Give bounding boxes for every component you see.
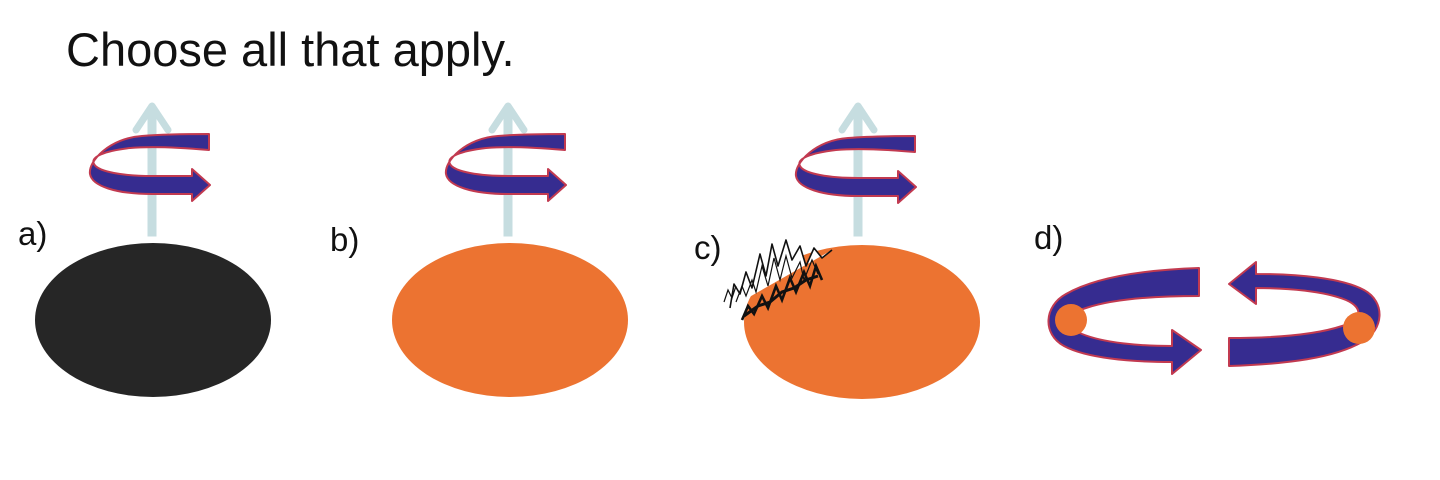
option-a-figure[interactable] bbox=[35, 106, 271, 397]
option-a-label[interactable]: a) bbox=[18, 215, 48, 252]
orbiting-point-right bbox=[1343, 312, 1375, 344]
orbiting-point-left bbox=[1055, 304, 1087, 336]
option-c-label[interactable]: c) bbox=[694, 229, 722, 266]
spin-axis-arrow-icon bbox=[842, 106, 874, 236]
left-rotation-arrow-icon bbox=[1047, 267, 1202, 375]
orange-disk bbox=[392, 243, 628, 397]
spin-axis-arrow-icon bbox=[492, 106, 524, 236]
option-b-label[interactable]: b) bbox=[330, 221, 360, 258]
option-d-label[interactable]: d) bbox=[1034, 219, 1064, 256]
question-prompt: Choose all that apply. bbox=[66, 23, 515, 76]
spin-axis-arrow-icon bbox=[136, 106, 168, 236]
option-b-figure[interactable] bbox=[392, 106, 628, 397]
option-c-figure[interactable] bbox=[723, 106, 980, 399]
option-d-figure[interactable] bbox=[1047, 261, 1381, 375]
mountain-sketch-icon bbox=[723, 239, 833, 321]
black-disk bbox=[35, 243, 271, 397]
